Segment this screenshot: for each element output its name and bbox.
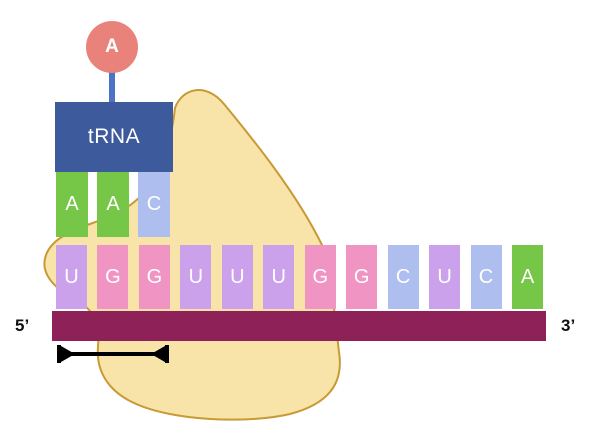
mrna-base-label: U [188, 265, 204, 288]
codon-marker-left-arrow [61, 346, 75, 362]
mrna-base: G [138, 245, 170, 309]
mrna-backbone [52, 311, 546, 341]
mrna-base-label: U [437, 265, 452, 288]
mrna-base: C [470, 245, 502, 309]
trna-label: tRNA [87, 125, 141, 148]
mrna-base: U [221, 245, 253, 309]
amino-acid-label: A [105, 36, 119, 57]
codon-marker-right-arrow [151, 346, 165, 362]
anticodon-row: A A C [56, 172, 170, 237]
five-prime-label: 5’ [15, 316, 30, 335]
mrna-base: A [511, 245, 543, 309]
mrna-base: C [387, 245, 419, 309]
mrna-base-label: C [478, 265, 494, 288]
mrna-base-label: G [146, 265, 163, 288]
anticodon-base: A [97, 172, 129, 237]
anticodon-base-label: C [146, 193, 162, 215]
anticodon-base: C [138, 172, 170, 237]
mrna-base: G [346, 245, 378, 309]
mrna-row: U G G U U U G G C U C A [56, 245, 543, 309]
mrna-base-label: G [353, 265, 370, 288]
trna-box: tRNA [55, 102, 173, 172]
mrna-base-label: C [395, 265, 411, 288]
mrna-base: G [97, 245, 129, 309]
three-prime-label: 3’ [561, 316, 576, 335]
amino-acid-circle: A [86, 21, 138, 73]
mrna-base: U [429, 245, 461, 309]
mrna-base: U [56, 245, 87, 309]
anticodon-base-label: A [65, 193, 79, 215]
mrna-base-label: U [271, 265, 286, 288]
trna-stem [109, 70, 115, 103]
codon-length-marker [57, 345, 169, 363]
anticodon-base: A [56, 172, 88, 237]
mrna-base-label: G [312, 265, 328, 288]
mrna-base: G [304, 245, 336, 309]
mrna-base: U [263, 245, 295, 309]
mrna-base-label: U [64, 265, 79, 288]
mrna-base-label: U [230, 265, 245, 288]
anticodon-base-label: A [106, 193, 120, 215]
mrna-base: U [180, 245, 212, 309]
mrna-base-label: A [520, 265, 535, 288]
mrna-base-label: G [105, 265, 121, 288]
